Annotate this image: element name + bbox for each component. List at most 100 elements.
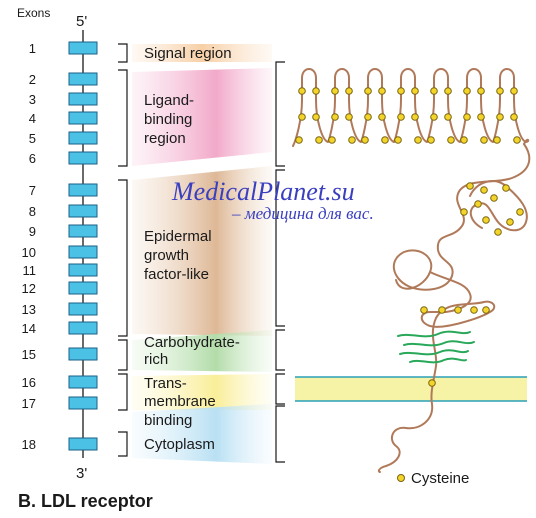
carbohydrate-chains <box>397 330 475 364</box>
exon-number-8: 8 <box>29 204 36 219</box>
exon-number-3: 3 <box>29 92 36 107</box>
exon-number-6: 6 <box>29 151 36 166</box>
exon-box-15 <box>68 347 98 361</box>
cysteine-dot <box>312 113 320 121</box>
egf-label-line2: growth <box>144 247 189 264</box>
exon-box-5 <box>68 131 98 145</box>
cysteine-dot <box>496 87 504 95</box>
ligand-right-bracket <box>275 61 285 167</box>
exon-box-11 <box>68 263 98 277</box>
exons-header: Exons <box>17 6 50 20</box>
exon-box-14 <box>68 321 98 335</box>
cysteine-dot <box>427 136 435 144</box>
cysteine-dot <box>348 136 356 144</box>
egf-label-line3: factor-like <box>144 266 209 283</box>
sugar-chain-2 <box>403 340 475 347</box>
exon-number-13: 13 <box>22 302 36 317</box>
cyto-right-bracket <box>275 405 285 463</box>
cysteine-dot <box>463 113 471 121</box>
chain-to-egf <box>393 143 531 291</box>
cysteine-dot <box>420 306 428 314</box>
egf-bracket <box>118 179 128 337</box>
exon-box-12 <box>68 281 98 295</box>
exon-box-18 <box>68 437 98 451</box>
cysteine-dot <box>364 113 372 121</box>
egf-label-line1: Epidermal <box>144 228 212 245</box>
exon-number-12: 12 <box>22 281 36 296</box>
cysteine-dot <box>516 208 524 216</box>
cytoplasm-label: Cytoplasm <box>144 436 215 453</box>
exon-box-7 <box>68 183 98 197</box>
cysteine-dot <box>496 113 504 121</box>
exon-box-4 <box>68 111 98 125</box>
five-prime-label: 5' <box>76 13 87 30</box>
cysteine-dot <box>470 306 478 314</box>
exon-box-3 <box>68 92 98 106</box>
cysteine-dot <box>378 113 386 121</box>
exon-number-17: 17 <box>22 396 36 411</box>
trans-label-line2: membrane <box>144 393 216 410</box>
ligand-label-line2: binding <box>144 111 192 128</box>
exon-number-18: 18 <box>22 437 36 452</box>
cysteine-dot <box>447 136 455 144</box>
cysteine-dot <box>378 87 386 95</box>
cysteine-dot <box>480 136 488 144</box>
ligand-bracket <box>118 69 128 167</box>
cysteine-dot <box>295 136 303 144</box>
cysteine-dot <box>510 87 518 95</box>
cysteine-dot <box>331 113 339 121</box>
signal-region-label: Signal region <box>144 45 232 62</box>
cysteine-dot <box>502 184 510 192</box>
cysteine-dot <box>331 87 339 95</box>
ligand-binding-repeats <box>292 68 530 147</box>
ligand-band <box>132 68 272 166</box>
exon-number-7: 7 <box>29 183 36 198</box>
cysteine-dot <box>298 113 306 121</box>
three-prime-label: 3' <box>76 465 87 482</box>
watermark-subtitle: – медицина для вас. <box>231 204 374 223</box>
exon-number-15: 15 <box>22 347 36 362</box>
figure-caption: B. LDL receptor <box>18 491 153 511</box>
cysteine-dot <box>345 87 353 95</box>
cell-membrane <box>295 376 527 402</box>
sugar-chain-4 <box>409 357 467 364</box>
cysteine-dot <box>460 208 468 216</box>
cysteine-dot <box>430 113 438 121</box>
cysteine-dot <box>397 113 405 121</box>
exon-number-11: 11 <box>23 263 37 278</box>
carb-label-line2: rich <box>144 351 168 368</box>
cysteine-dot <box>394 136 402 144</box>
cysteine-dot <box>482 306 490 314</box>
trans-right-bracket <box>275 373 285 405</box>
cysteine-dot <box>345 113 353 121</box>
cysteine-dot <box>328 136 336 144</box>
region-bands <box>132 44 272 464</box>
cysteine-dot <box>298 87 306 95</box>
cysteine-dot <box>474 200 482 208</box>
cysteine-dot <box>411 113 419 121</box>
egf-band <box>132 166 272 336</box>
cysteine-dot <box>494 228 502 236</box>
exon-box-17 <box>68 396 98 410</box>
cysteine-dot <box>482 216 490 224</box>
exon-number-4: 4 <box>29 111 36 126</box>
region-brackets <box>118 43 285 463</box>
region-labels: Signal region Ligand- binding region Epi… <box>144 45 240 453</box>
sugar-chain-3 <box>399 349 469 356</box>
cysteine-dot <box>493 136 501 144</box>
carb-bracket <box>118 339 128 371</box>
carb-right-bracket <box>275 329 285 371</box>
trans-label-line3: binding <box>144 412 192 429</box>
cysteine-dot <box>364 87 372 95</box>
cysteine-dot <box>414 136 422 144</box>
exon-number-10: 10 <box>22 245 36 260</box>
cysteine-dot <box>438 306 446 314</box>
exon-box-16 <box>68 375 98 389</box>
cysteine-dot <box>454 306 462 314</box>
cysteine-legend-marker <box>397 474 405 482</box>
exon-number-2: 2 <box>29 72 36 87</box>
sugar-chain-1 <box>397 330 471 338</box>
cysteine-dot <box>510 113 518 121</box>
